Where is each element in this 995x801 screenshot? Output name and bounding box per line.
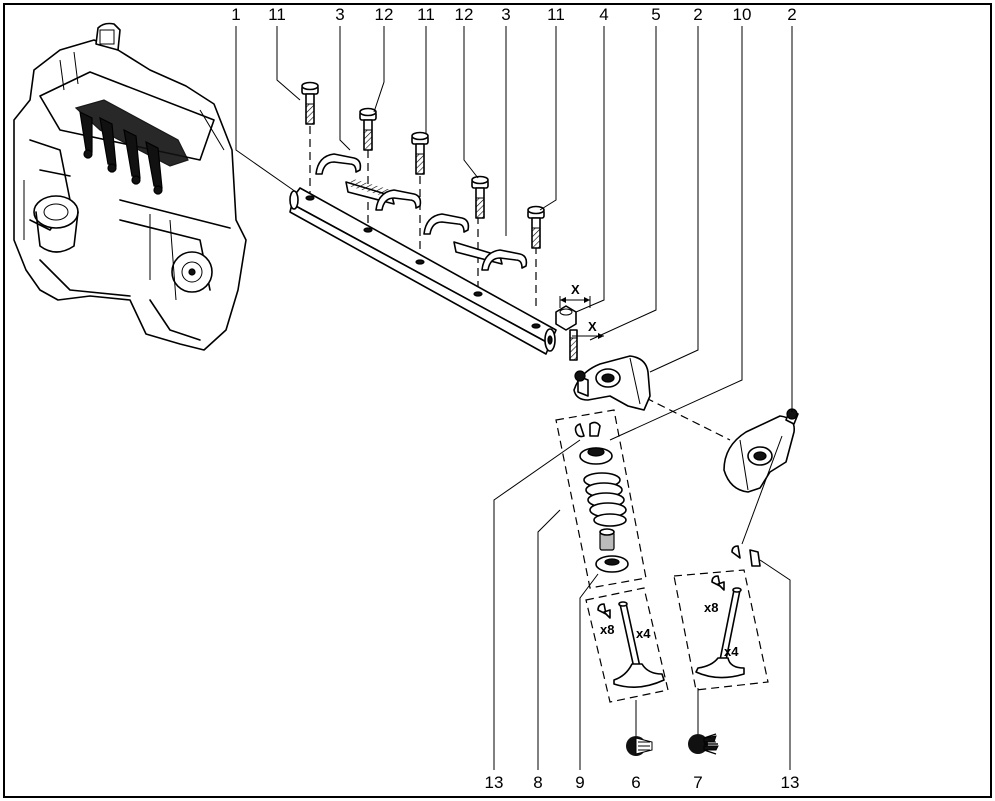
inlet-valve-keys (597, 603, 611, 619)
top-callouts: 1 11 3 12 11 12 3 11 4 5 2 10 2 (231, 5, 796, 24)
engine-block-illustration (13, 22, 247, 351)
callout-4: 4 (599, 5, 608, 24)
callout-10: 10 (733, 5, 752, 24)
leader-lines (235, 26, 793, 770)
bolt-12-a (359, 107, 377, 151)
clearance-mark-b: X (588, 319, 597, 334)
callout-6: 6 (631, 773, 640, 792)
callout-13-a: 13 (485, 773, 504, 792)
inlet-valve (613, 601, 665, 688)
inlet-keys-qty: x8 (600, 622, 614, 637)
adjuster-nut (555, 305, 577, 331)
exhaust-valve-box (673, 569, 769, 691)
callout-2-b: 2 (787, 5, 796, 24)
bracket-3-a (315, 153, 422, 211)
callout-3-b: 3 (501, 5, 510, 24)
alignment-lines (309, 126, 731, 441)
bolt-11-b (411, 131, 429, 175)
valve-collets (574, 421, 601, 438)
callout-7: 7 (693, 773, 702, 792)
callout-12-a: 12 (375, 5, 394, 24)
spring-seat (595, 555, 629, 573)
callout-11-c: 11 (547, 5, 565, 24)
exhaust-valve-keys-upper (731, 545, 761, 567)
valve-group-box (555, 409, 647, 589)
valve-stem-seal (599, 528, 615, 551)
rocker-arm-main (573, 355, 651, 411)
callout-3-a: 3 (335, 5, 344, 24)
page-frame (3, 3, 992, 798)
bolt-11-a (301, 81, 319, 125)
callout-5: 5 (651, 5, 660, 24)
callout-8: 8 (533, 773, 542, 792)
exhaust-keys-qty: x8 (704, 600, 718, 615)
callout-12-b: 12 (455, 5, 474, 24)
exhaust-valve-qty: x4 (724, 644, 739, 659)
inlet-valve-qty: x4 (636, 626, 651, 641)
rocker-arm-second (723, 408, 799, 493)
callout-11-a: 11 (268, 5, 286, 24)
exhaust-valve-keys (711, 575, 725, 591)
valve-spring (583, 472, 627, 527)
clearance-mark-a: X (571, 282, 580, 297)
bolt-11-c (527, 205, 545, 249)
callout-2-a: 2 (693, 5, 702, 24)
exhaust-valve-symbol (688, 733, 719, 755)
adjusting-screw (569, 329, 578, 361)
bolt-12-b (471, 175, 489, 219)
inlet-valve-symbol (626, 736, 653, 756)
callout-1: 1 (231, 5, 240, 24)
bracket-3-b (423, 213, 528, 271)
callout-13-b: 13 (781, 773, 800, 792)
callout-9: 9 (575, 773, 584, 792)
inlet-valve-box (585, 587, 669, 703)
spring-retainer (579, 447, 613, 465)
callout-11-b: 11 (417, 5, 435, 24)
exhaust-valve (695, 587, 745, 679)
rocker-shaft (289, 187, 557, 355)
bottom-callouts: 13 8 9 6 7 13 (485, 773, 800, 792)
